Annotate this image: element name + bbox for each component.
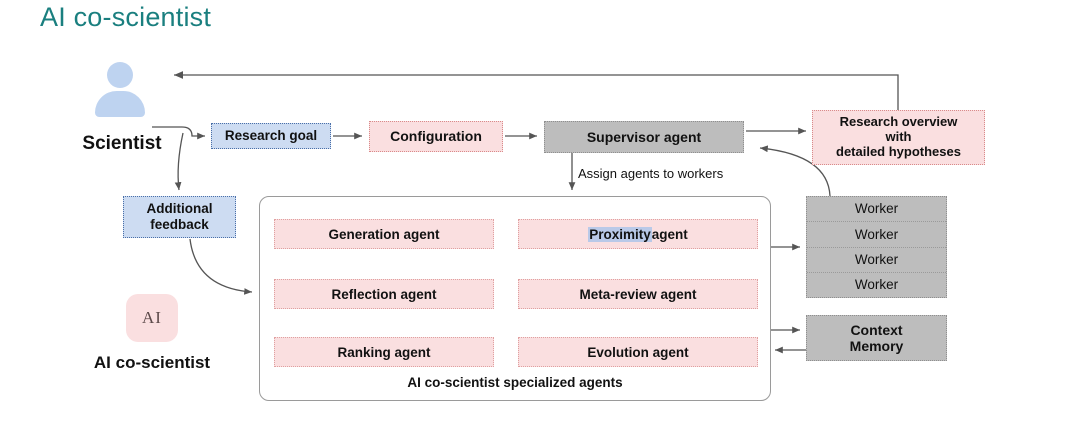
research-overview-line-3: detailed hypotheses — [836, 143, 961, 159]
research-goal-box[interactable]: Research goal — [211, 123, 331, 149]
research-overview-line-1: Research overview — [839, 114, 958, 130]
proximity-agent-box[interactable]: Proximity agent — [518, 219, 758, 249]
page-title: AI co-scientist — [40, 2, 212, 32]
worker-row: Worker — [807, 197, 946, 223]
agents-panel: Generation agent Proximity agent Reflect… — [259, 196, 771, 401]
scientist-label: Scientist — [82, 133, 162, 154]
reflection-agent-box[interactable]: Reflection agent — [274, 279, 494, 309]
ai-co-scientist-caption: AI co-scientist — [93, 353, 211, 372]
worker-row: Worker — [807, 222, 946, 248]
ranking-agent-box[interactable]: Ranking agent — [274, 337, 494, 367]
worker-row: Worker — [854, 277, 899, 293]
generation-agent-box[interactable]: Generation agent — [274, 219, 494, 249]
additional-feedback-line-2: feedback — [150, 217, 209, 232]
person-body — [95, 91, 145, 117]
context-memory-line-2: Memory — [849, 338, 904, 354]
additional-feedback-box[interactable]: Additional feedback — [123, 196, 236, 238]
ai-logo-icon: AI — [126, 294, 178, 342]
context-memory-line-1: Context — [850, 321, 903, 338]
person-icon — [92, 62, 148, 118]
context-memory-box[interactable]: Context Memory — [806, 315, 947, 361]
person-head — [107, 62, 133, 88]
proximity-agent-suffix: agent — [651, 226, 688, 242]
research-overview-box[interactable]: Research overview with detailed hypothes… — [812, 110, 985, 165]
worker-stack[interactable]: Worker Worker Worker Worker — [806, 196, 947, 298]
supervisor-agent-box[interactable]: Supervisor agent — [544, 121, 744, 153]
worker-row: Worker — [807, 248, 946, 273]
research-overview-line-2: with — [885, 129, 912, 145]
evolution-agent-box[interactable]: Evolution agent — [518, 337, 758, 367]
assign-agents-label: Assign agents to workers — [578, 166, 724, 181]
configuration-box[interactable]: Configuration — [369, 121, 503, 152]
meta-review-agent-box[interactable]: Meta-review agent — [518, 279, 758, 309]
additional-feedback-line-1: Additional — [146, 201, 213, 217]
proximity-highlighted-word: Proximity — [588, 226, 652, 242]
agents-panel-caption: AI co-scientist specialized agents — [407, 375, 623, 390]
